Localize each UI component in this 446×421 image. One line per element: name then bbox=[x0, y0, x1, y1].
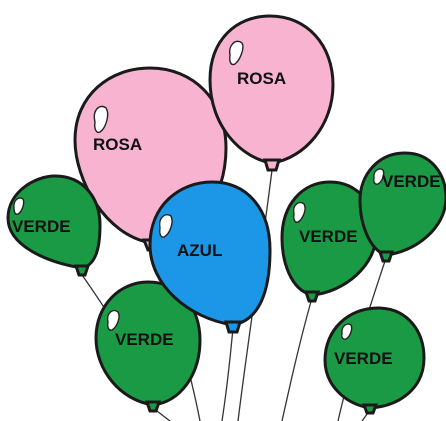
balloon-verde-top-right: VERDE bbox=[358, 151, 446, 263]
balloon-verde-left: VERDE bbox=[6, 174, 102, 277]
balloon-verde-center-right: VERDE bbox=[280, 180, 378, 303]
balloon-knot bbox=[262, 158, 282, 172]
balloon-label: ROSA bbox=[237, 69, 286, 88]
balloon-knot bbox=[73, 264, 91, 277]
balloon-highlight bbox=[292, 201, 306, 223]
balloon-label: VERDE bbox=[382, 172, 441, 191]
balloon-body bbox=[358, 151, 446, 257]
balloon-highlight bbox=[93, 105, 109, 134]
balloon-label: AZUL bbox=[177, 241, 222, 260]
balloon-body bbox=[94, 280, 202, 407]
balloon-label: VERDE bbox=[299, 227, 358, 246]
balloon-highlight bbox=[13, 197, 25, 215]
balloon-knot bbox=[223, 320, 243, 334]
balloon-highlight bbox=[228, 40, 244, 66]
balloon-label: VERDE bbox=[12, 217, 71, 236]
balloon-rosa-top: ROSA bbox=[208, 14, 335, 172]
balloon-label: ROSA bbox=[93, 135, 142, 154]
balloon-knot bbox=[303, 290, 321, 303]
balloon-label: VERDE bbox=[115, 330, 174, 349]
balloon-knot bbox=[361, 403, 379, 415]
balloon-verde-bottom-left: VERDE bbox=[94, 280, 202, 413]
balloon-highlight bbox=[106, 309, 120, 331]
balloon-knot bbox=[377, 250, 395, 263]
balloon-verde-bottom-right: VERDE bbox=[323, 306, 426, 415]
balloon-highlight bbox=[341, 323, 353, 340]
balloon-body bbox=[208, 14, 335, 165]
balloon-body bbox=[148, 180, 272, 327]
balloon-label: VERDE bbox=[334, 349, 393, 368]
balloon-body bbox=[6, 174, 102, 270]
balloon-highlight bbox=[373, 168, 385, 185]
balloon-azul: AZUL bbox=[148, 180, 272, 334]
balloon-highlight bbox=[158, 214, 173, 238]
balloon-knot bbox=[144, 400, 162, 413]
